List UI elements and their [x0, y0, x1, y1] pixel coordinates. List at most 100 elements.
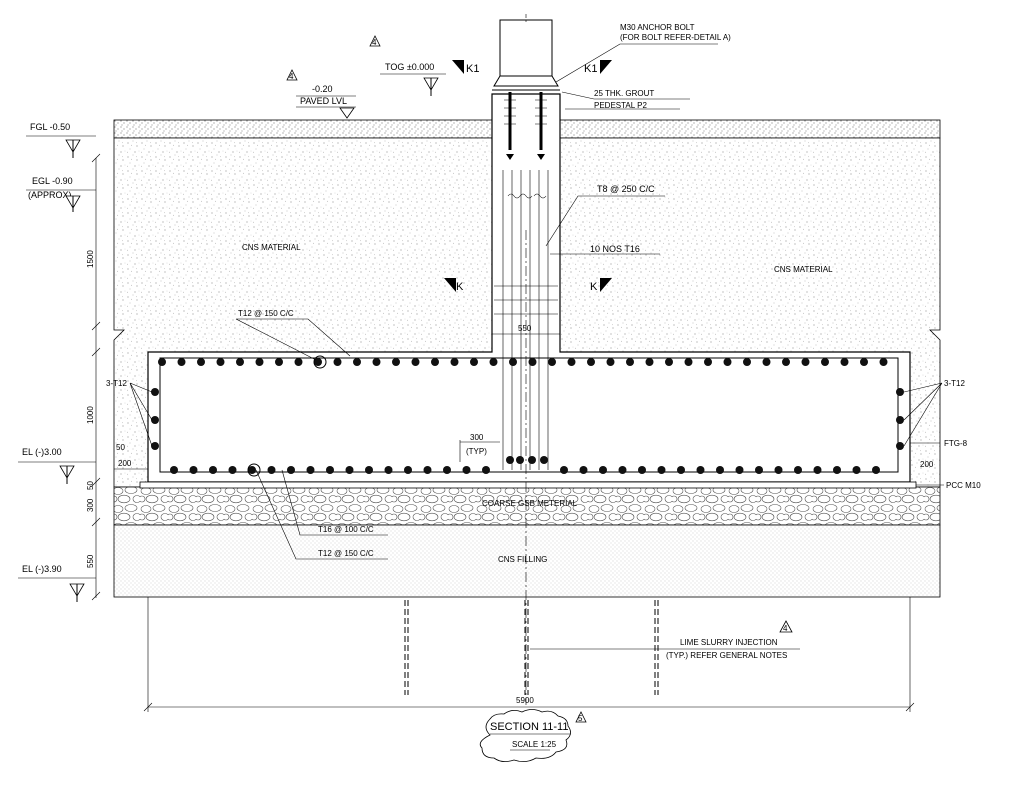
lime-label-1: LIME SLURRY INJECTION [680, 638, 778, 647]
rebar-dot [326, 466, 334, 474]
rebar-dot [567, 358, 576, 366]
rebar-dot [762, 358, 771, 366]
level-el-footing: EL (-)3.00 [18, 447, 96, 484]
rev-tag-tog: 4 [372, 38, 377, 47]
rebar-dot [482, 466, 490, 474]
tog-label: TOG ±0.000 [385, 62, 434, 72]
rebar-dot [294, 358, 303, 366]
rebar-dot [606, 358, 615, 366]
rebar-dot [852, 466, 861, 474]
section-scale: SCALE 1:25 [512, 740, 557, 749]
rebar-dot [170, 466, 178, 474]
paved-label: PAVED LVL [300, 96, 347, 106]
dim-550-ped: 550 [518, 324, 532, 333]
ties-label: T8 @ 250 C/C [597, 184, 655, 194]
dim-300: 300 [86, 498, 95, 512]
anchor-bolt-ref: (FOR BOLT REFER-DETAIL A) [620, 33, 731, 42]
rebar-dot [599, 466, 607, 474]
rebar-dot [275, 358, 283, 366]
pedestal-main-bars [494, 170, 558, 470]
rebar-dot [645, 358, 654, 366]
rebar-dot [372, 358, 381, 366]
section-title: SECTION 11-11 [490, 721, 568, 733]
rebar-dot [431, 358, 439, 366]
rebar-dot [879, 358, 888, 366]
section-mark-k1-left: K1 [452, 60, 479, 75]
rebar-dot [197, 358, 205, 366]
svg-text:K1: K1 [584, 63, 597, 75]
rebar-dot [548, 358, 556, 366]
rebar-dot [821, 358, 829, 366]
rebar-dot [794, 466, 802, 474]
footing-reinforcement [151, 357, 904, 474]
rebar-dot [684, 358, 693, 366]
left-dimensions: 1500 1000 300 50 550 [86, 153, 101, 601]
rebar-dot [306, 466, 315, 474]
pedestal-dims: 550 300 (TYP) [459, 324, 560, 462]
cns-right-label: CNS MATERIAL [774, 265, 833, 274]
rebar-dot [782, 358, 790, 366]
side-bars-left-label: 3-T12 [106, 379, 127, 388]
lime-slurry-note: 4 LIME SLURRY INJECTION (TYP.) REFER GEN… [530, 620, 800, 660]
rebar-dot [860, 358, 868, 366]
bottom-t16-label: T16 @ 100 C/C [318, 525, 374, 534]
top-bars [158, 358, 888, 366]
right-annotations: M30 ANCHOR BOLT (FOR BOLT REFER-DETAIL A… [242, 23, 981, 490]
rebar-dot [470, 358, 478, 366]
rebar-dot [677, 466, 685, 474]
dim-5900: 5900 [516, 696, 534, 705]
section-rev-marker: 5 [578, 714, 583, 723]
rebar-dot [216, 358, 225, 366]
svg-text:K1: K1 [466, 63, 479, 75]
rebar-dot [755, 466, 763, 474]
rebar-dot [665, 358, 673, 366]
section-mark-k-left: K [444, 278, 464, 293]
footing-mark-label: FTG-8 [944, 439, 968, 448]
bottom-t12-label: T12 @ 150 C/C [318, 549, 374, 558]
dim-1000: 1000 [86, 406, 95, 424]
rebar-dot [560, 466, 568, 474]
rebar-dot [189, 466, 198, 474]
pedestal-label: PEDESTAL P2 [594, 101, 647, 110]
dim-550: 550 [86, 554, 95, 568]
lime-label-2: (TYP.) REFER GENERAL NOTES [666, 651, 787, 660]
rebar-dot [840, 358, 849, 366]
rebar-dot [716, 466, 724, 474]
rebar-dot [489, 358, 498, 366]
paved-value: -0.20 [312, 84, 333, 94]
rebar-dot [158, 358, 166, 366]
rebar-dot [423, 466, 432, 474]
fgl-label: FGL -0.50 [30, 122, 70, 132]
svg-text:K: K [456, 281, 464, 293]
gsb-layer [113, 486, 941, 526]
svg-text:K: K [590, 281, 598, 293]
rebar-dot [411, 358, 420, 366]
top-bars-label: T12 @ 150 C/C [238, 309, 294, 318]
el-bottom-label: EL (-)3.90 [22, 564, 62, 574]
section-title-block: SECTION 11-11 SCALE 1:25 5 [479, 709, 587, 762]
rebar-dot [255, 358, 264, 366]
rebar-dot [587, 358, 595, 366]
rebar-dot [509, 358, 517, 366]
level-el-bottom: EL (-)3.90 [18, 564, 96, 602]
dim-200-left: 200 [118, 459, 132, 468]
typ-label: (TYP) [466, 447, 487, 456]
rebar-dot [392, 358, 400, 366]
rebar-dot [248, 466, 256, 474]
steel-column [492, 14, 560, 91]
rebar-dot [657, 466, 666, 474]
rev-tag-paved: 4 [289, 72, 294, 81]
dim-50: 50 [86, 481, 95, 490]
rebar-dot [365, 466, 373, 474]
rebar-dot [267, 466, 276, 474]
cns-filling-layer [113, 524, 941, 598]
rebar-dot [723, 358, 732, 366]
rebar-dot [696, 466, 705, 474]
rebar-dot [735, 466, 744, 474]
pcc-label: PCC M10 [946, 481, 981, 490]
tog-marker: TOG ±0.000 4 [369, 35, 446, 96]
rebar-dot [704, 358, 712, 366]
overall-width-dimension: 5900 [143, 597, 915, 712]
rebar-dot [353, 358, 361, 366]
